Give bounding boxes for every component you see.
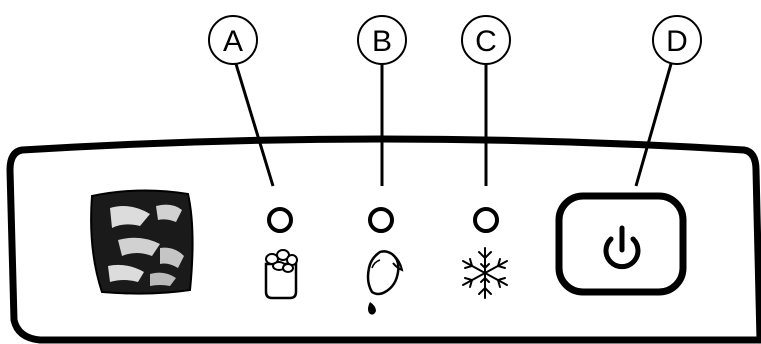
ice-full-led [267, 207, 293, 233]
ice-cube-logo-icon [90, 189, 194, 295]
power-icon [603, 225, 641, 270]
callout-d-leader [634, 63, 673, 187]
callout-c: C [461, 15, 511, 186]
ice-making-led [473, 207, 499, 233]
ice-making-indicator [462, 207, 508, 299]
water-drop-icon [366, 250, 404, 315]
control-panel-outline [6, 135, 761, 344]
snowflake-icon [462, 247, 508, 299]
callout-a-leader [234, 63, 275, 187]
svg-text:B: B [372, 25, 392, 58]
svg-text:C: C [475, 25, 497, 58]
callout-a: A [208, 15, 275, 187]
callout-d: D [634, 15, 702, 187]
ice-full-indicator [264, 207, 298, 300]
add-water-indicator [366, 207, 404, 315]
callout-b: B [357, 15, 407, 186]
svg-text:D: D [666, 25, 688, 58]
svg-text:A: A [223, 25, 243, 58]
add-water-led [368, 207, 394, 233]
power-button[interactable] [555, 192, 687, 296]
ice-basket-icon [264, 249, 298, 300]
